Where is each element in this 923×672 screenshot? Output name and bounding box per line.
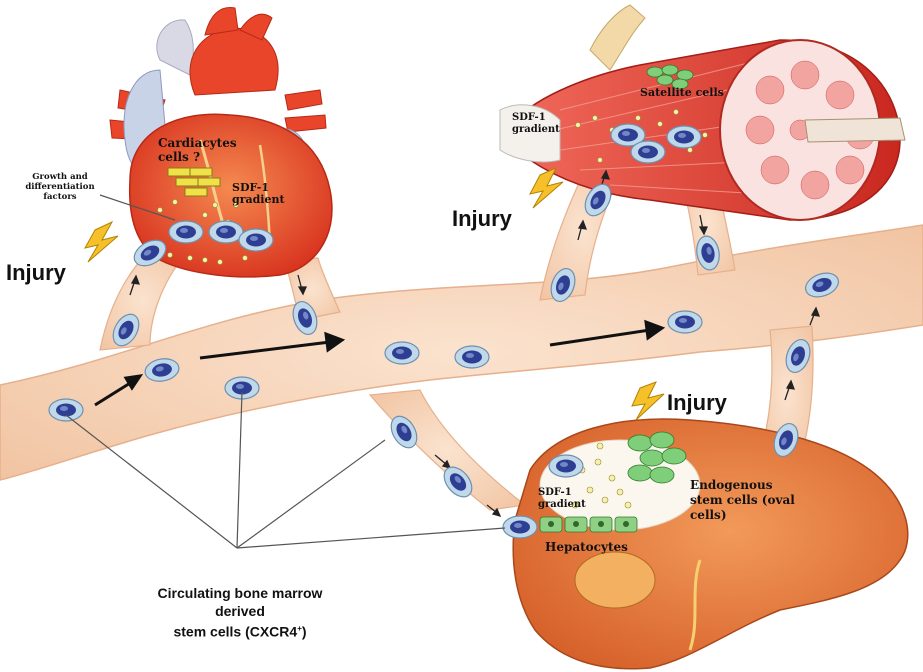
injury-heart-text: Injury [6, 260, 66, 285]
stem-cell [49, 399, 83, 421]
growth-factors-label: Growth and differentiation factors [10, 172, 110, 202]
growth-factors-line3: factors [10, 192, 110, 202]
cardiac-cells-text: Cardiacytes cells ? [158, 136, 246, 164]
endogenous-line3: cells) [690, 508, 795, 523]
injury-muscle-label: Injury [452, 206, 512, 232]
stem-cell [455, 346, 489, 368]
injury-muscle-text: Injury [452, 206, 512, 231]
muscle-sdf-line2: gradient [512, 124, 560, 136]
endogenous-cells-label: Endogenous stem cells (oval cells) [690, 478, 795, 523]
heart-sdf-label: SDF-1 gradient [232, 182, 285, 206]
liver-sdf-line1: SDF-1 [538, 487, 586, 499]
endogenous-line1: Endogenous [690, 478, 795, 493]
heart-sdf-line2: gradient [232, 194, 285, 206]
liver-sdf-label: SDF-1 gradient [538, 487, 586, 511]
stem-cell [385, 342, 419, 364]
circulating-cells-label: Circulating bone marrow derived stem cel… [120, 584, 360, 641]
satellite-cells-text: Satellite cells [640, 86, 724, 99]
stem-cell [503, 516, 537, 538]
muscle-organ [500, 5, 905, 220]
hepatocytes-label: Hepatocytes [545, 540, 628, 554]
lightning-icon-heart [85, 222, 118, 262]
circulating-line1: Circulating bone marrow [120, 584, 360, 602]
stem-cell [169, 221, 203, 243]
satellite-cells-label: Satellite cells [640, 86, 724, 99]
injury-heart-label: Injury [6, 260, 66, 286]
endogenous-line2: stem cells (oval [690, 493, 795, 508]
stem-cell [667, 126, 701, 148]
stem-cell [209, 221, 243, 243]
injury-liver-label: Injury [667, 390, 727, 416]
circulating-line3: stem cells (CXCR4 [173, 624, 297, 640]
circulating-line3-wrap: stem cells (CXCR4+) [120, 620, 360, 641]
muscle-sdf-line1: SDF-1 [512, 112, 560, 124]
circulating-line2: derived [120, 602, 360, 620]
liver-sdf-line2: gradient [538, 499, 586, 511]
stem-cell [631, 141, 665, 163]
stem-cell [668, 311, 702, 333]
stem-cell [549, 455, 583, 477]
muscle-sdf-label: SDF-1 gradient [512, 112, 560, 136]
circulating-close: ) [302, 624, 307, 640]
lightning-icon-liver [632, 382, 664, 420]
growth-factors-line2: differentiation [10, 182, 110, 192]
growth-factors-line1: Growth and [10, 172, 110, 182]
cardiac-cells-label: Cardiacytes cells ? [158, 136, 246, 164]
stem-cell [239, 229, 273, 251]
liver-branch-left [370, 390, 525, 510]
hepatocytes-text: Hepatocytes [545, 540, 628, 554]
injury-liver-text: Injury [667, 390, 727, 415]
